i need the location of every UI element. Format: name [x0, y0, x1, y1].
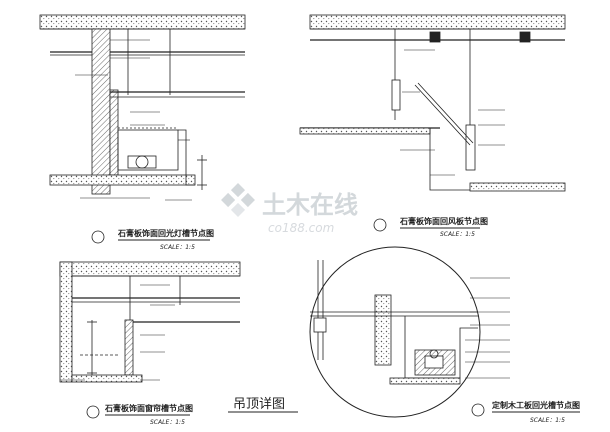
hanger: [313, 317, 327, 333]
detail-cove-light: [39, 14, 246, 241]
detail-index-circle: [471, 403, 485, 417]
diagonal-brace: [414, 84, 471, 146]
detail-circle: [309, 246, 481, 418]
sheet-title: 吊顶详图: [233, 397, 285, 412]
gypsum-board-right: [469, 182, 566, 192]
gypsum-board-bottom: [49, 174, 196, 186]
lamp-holder: [424, 355, 444, 369]
detail-wood-cove: [309, 246, 580, 418]
leader-lines: [60, 284, 175, 381]
leader-lines: [465, 277, 510, 379]
detail-caption: 石膏板饰面回光灯槽节点图: [117, 228, 214, 238]
detail-scale: SCALE：1:5: [160, 244, 195, 251]
detail-caption: 石膏板饰面回风板节点图: [399, 216, 488, 226]
detail-scale: SCALE：1:5: [530, 417, 565, 424]
detail-scale: SCALE：1:5: [440, 231, 475, 238]
watermark-text: 土木在线: [262, 191, 358, 219]
detail-caption: 石膏板饰面窗帘槽节点图: [104, 403, 193, 413]
ceiling-slab: [39, 14, 246, 30]
ceiling-slab: [309, 14, 566, 30]
trough-lip: [178, 129, 195, 186]
wall-column: [91, 28, 111, 195]
detail-index-circle: [373, 218, 387, 232]
watermark-logo-icon: [221, 183, 255, 217]
wall: [59, 261, 73, 383]
ceiling-slab: [59, 261, 241, 277]
fluorescent-tube: [135, 155, 149, 169]
watermark-url: co188.com: [268, 221, 334, 235]
detail-return-air-panel: [299, 14, 566, 229]
detail-scale: SCALE：1:5: [150, 419, 185, 426]
leader-lines: [75, 39, 192, 201]
lamp-holder: [127, 155, 157, 169]
leader-lines: [400, 49, 505, 176]
curtain-box-side: [124, 319, 134, 376]
detail-curtain-box: [59, 261, 241, 416]
gypsum-board-left: [299, 127, 431, 135]
watermark: 土木在线 co188.com: [221, 183, 358, 235]
fluorescent-tube: [429, 349, 439, 359]
gypsum-board-bottom: [389, 377, 461, 385]
light-trough: [117, 129, 179, 171]
detail-index-circle: [86, 405, 100, 419]
hanger: [391, 79, 401, 111]
gypsum-board-bottom: [71, 374, 143, 383]
detail-caption: 定制木工板回光槽节点图: [491, 400, 580, 410]
wall-section: [374, 294, 392, 366]
return-air-frame: [429, 128, 470, 191]
detail-index-circle: [91, 230, 105, 244]
gypsum-board-vertical: [109, 89, 119, 176]
